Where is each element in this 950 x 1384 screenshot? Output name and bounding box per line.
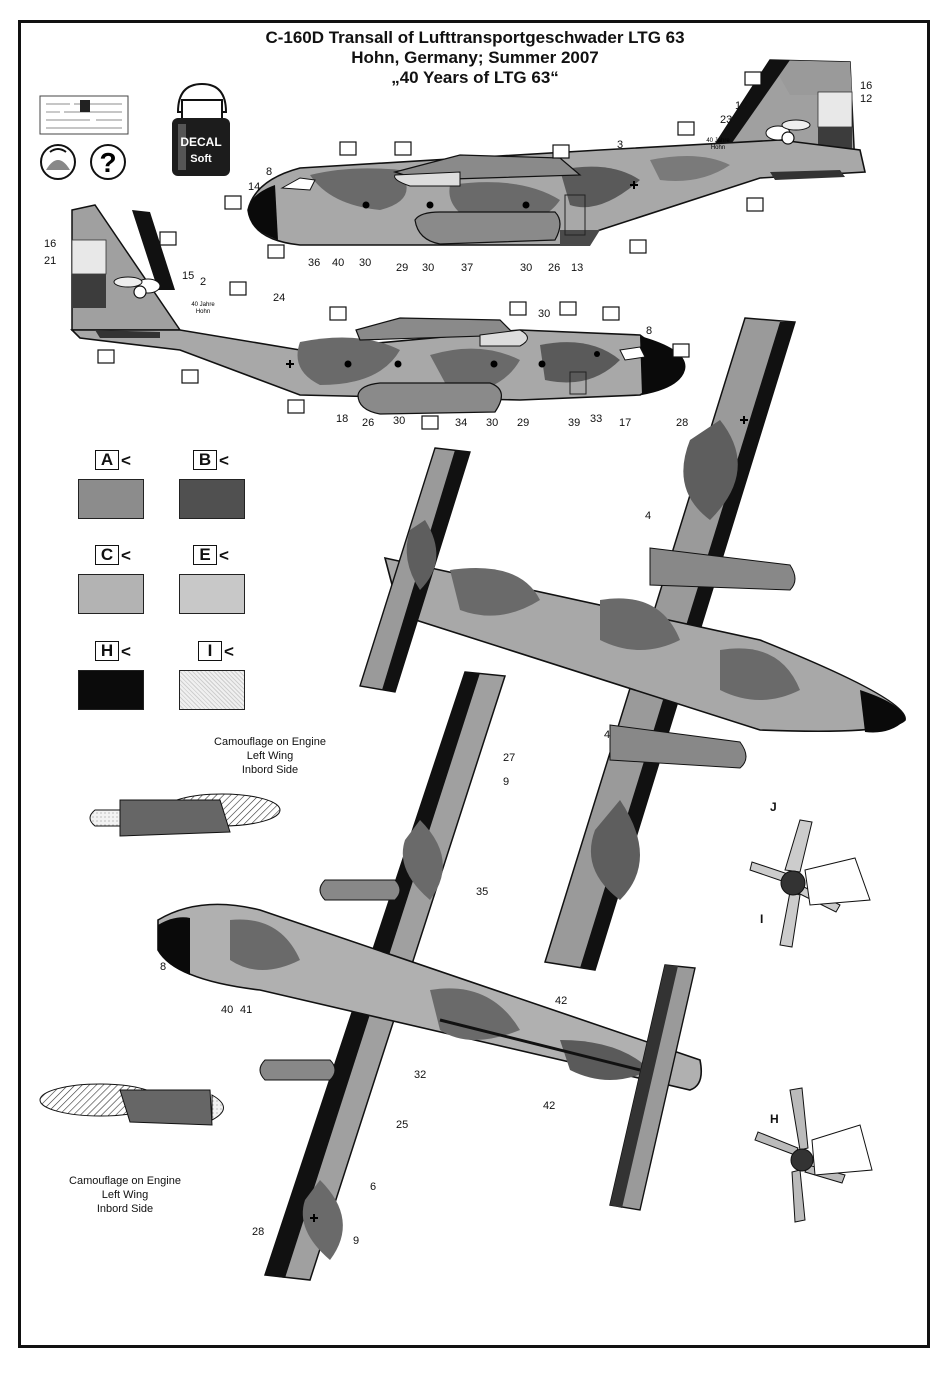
engine-detail-lower (39, 1083, 224, 1126)
color-swatch-h (78, 670, 144, 710)
color-swatch-c (78, 574, 144, 614)
color-key-a: A< (95, 450, 141, 472)
side-view-left (70, 204, 686, 415)
help-symbol: ? (99, 147, 116, 178)
engine-note-upper: Camouflage on Engine Left Wing Inbord Si… (200, 735, 340, 777)
color-key-h-letter: H (95, 641, 119, 661)
prop-key-i-1: I (760, 912, 764, 926)
help-icon (90, 144, 126, 180)
color-swatch-b (179, 479, 245, 519)
decal-sheet-thumbnail (39, 95, 129, 135)
color-key-c: C< (95, 545, 141, 567)
color-key-b: B< (193, 450, 239, 472)
tail-art-text-lower-1: 40 Jahre (191, 302, 215, 308)
color-key-a-letter: A (95, 450, 119, 470)
decal-soft-bottle-icon (172, 82, 230, 176)
engine-note-lower: Camouflage on Engine Left Wing Inbord Si… (55, 1174, 195, 1216)
color-key-c-letter: C (95, 545, 119, 565)
decal-soft-label-1: DECAL (180, 135, 221, 149)
drawing-color-tags (97, 71, 764, 430)
tail-art-text-lower-2: Hohn (196, 309, 210, 315)
bee-tail-art-left (113, 276, 161, 299)
color-key-h: H< (95, 641, 141, 663)
color-key-b-letter: B (193, 450, 217, 470)
title-line-1: C-160D Transall of Lufttransportgeschwad… (265, 28, 685, 47)
color-swatch-i (179, 670, 245, 710)
tail-art-text-upper-2: Hohn (711, 145, 725, 151)
engine-note-upper-line1: Camouflage on Engine (214, 736, 326, 748)
sheet-title: C-160D Transall of Lufttransportgeschwad… (0, 28, 950, 88)
soak-decal-icon (40, 144, 76, 180)
engine-note-lower-line3: Inbord Side (96, 1203, 154, 1215)
top-view-aircraft (359, 317, 906, 971)
title-line-2: Hohn, Germany; Summer 2007 (351, 48, 599, 67)
propeller-detail-lower (754, 1087, 873, 1223)
engine-note-upper-line3: Inbord Side (241, 764, 299, 776)
color-swatch-e (179, 574, 245, 614)
bee-tail-art (765, 119, 811, 145)
engine-detail-upper (89, 793, 281, 837)
propeller-detail-upper (749, 819, 871, 948)
color-key-i: I< (198, 641, 244, 663)
engine-note-upper-line2: Left Wing (246, 750, 294, 762)
engine-note-lower-line2: Left Wing (101, 1189, 149, 1201)
color-key-i-letter: I (198, 641, 222, 661)
prop-key-h-1: H (770, 1112, 779, 1126)
color-swatch-a (78, 479, 144, 519)
engine-note-lower-line1: Camouflage on Engine (69, 1175, 181, 1187)
decal-soft-label-2: Soft (190, 153, 212, 165)
color-key-e: E< (193, 545, 239, 567)
bottom-view-aircraft (157, 671, 703, 1281)
side-view-right (247, 59, 866, 246)
title-line-3: „40 Years of LTG 63“ (391, 68, 559, 87)
tail-art-text-upper-1: 40 Jahre (706, 138, 730, 144)
color-key-e-letter: E (193, 545, 217, 565)
prop-key-j-1: J (770, 800, 777, 814)
